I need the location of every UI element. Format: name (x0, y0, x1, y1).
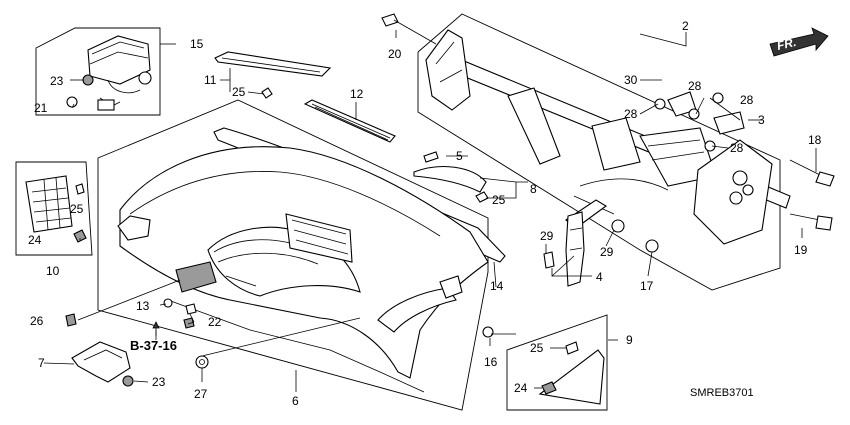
callout-28-left: 28 (624, 107, 638, 121)
callout-12: 12 (350, 87, 364, 101)
hanger-bolts (381, 13, 835, 269)
callout-25-vent: 25 (70, 202, 84, 216)
reference-annotation: B-37-16 (130, 321, 177, 353)
glovebox-lid (538, 341, 605, 405)
callout-28-lower: 28 (730, 141, 744, 155)
group-box-side-vent (15, 161, 93, 256)
section-reference: B-37-16 (130, 338, 177, 353)
callout-8: 8 (530, 182, 537, 196)
steering-hanger-beam (425, 29, 791, 245)
callout-19: 19 (794, 243, 808, 257)
drawing-code: SMREB3701 (690, 387, 754, 399)
front-direction-arrow: FR. (769, 27, 829, 57)
callout-13: 13 (136, 299, 150, 313)
callout-21: 21 (34, 101, 48, 115)
callout-11: 11 (204, 73, 217, 87)
defroster-cover (214, 51, 332, 99)
stay-bracket (565, 211, 585, 287)
callout-25-glovebox: 25 (530, 341, 544, 355)
callout-4: 4 (596, 270, 603, 284)
callout-5: 5 (456, 149, 463, 163)
callout-29-left: 29 (540, 229, 554, 243)
callout-6: 6 (292, 394, 299, 408)
callout-30: 30 (624, 73, 638, 87)
defroster-grille (303, 99, 396, 143)
group-box-steering-hanger (417, 13, 781, 291)
group-box-main-panel (97, 99, 489, 411)
callout-18: 18 (808, 133, 822, 147)
callout-2: 2 (682, 19, 689, 33)
callout-24-vent: 24 (28, 233, 42, 247)
front-direction-label: FR. (776, 35, 798, 53)
callout-23-airbag: 23 (50, 74, 64, 88)
callout-28-top: 28 (688, 79, 702, 93)
callout-3: 3 (758, 113, 765, 127)
callout-28-right: 28 (740, 93, 754, 107)
instrument-panel (117, 127, 506, 393)
callout-14: 14 (490, 279, 504, 293)
callout-10: 10 (46, 264, 60, 278)
side-clip-and-garnish (413, 151, 489, 203)
callout-9: 9 (626, 333, 633, 347)
callout-7: 7 (38, 356, 45, 370)
airbag-module (66, 35, 152, 111)
group-box-glovebox-lid (506, 314, 608, 411)
callout-25-garnish: 25 (492, 193, 506, 207)
callout-23-bracket: 23 (152, 375, 166, 389)
callout-20: 20 (388, 47, 402, 61)
callout-22: 22 (208, 315, 222, 329)
group-box-airbag (35, 27, 161, 116)
callout-26: 26 (30, 314, 44, 328)
side-vent (25, 175, 87, 243)
callout-15: 15 (190, 37, 204, 51)
callout-17: 17 (640, 279, 654, 293)
callout-27: 27 (194, 387, 208, 401)
callout-25-cover: 25 (232, 85, 246, 99)
callout-numbers: 2 3 4 5 6 7 8 9 10 11 12 13 14 15 16 17 … (28, 19, 822, 408)
lower-bracket (71, 341, 134, 387)
callout-29-right: 29 (600, 245, 614, 259)
callout-24-glovebox: 24 (514, 381, 528, 395)
leader-lines (43, 30, 817, 392)
panel-fasteners (65, 298, 516, 369)
callout-16: 16 (484, 355, 498, 369)
